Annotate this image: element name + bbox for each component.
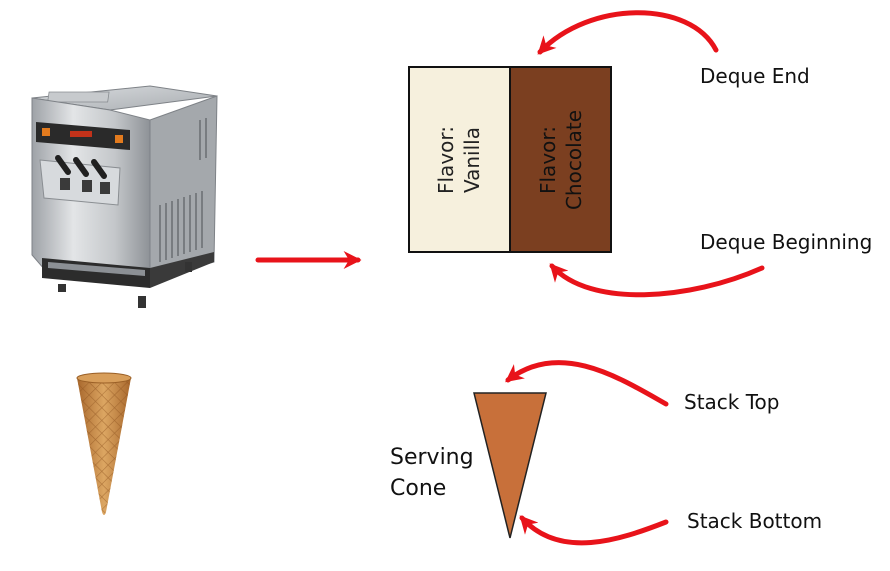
soft-serve-machine-icon bbox=[31, 85, 218, 308]
deque-cell-chocolate bbox=[509, 66, 612, 253]
serving-cone-label-line2: Cone bbox=[390, 476, 447, 501]
deque-end-label: Deque End bbox=[700, 64, 810, 88]
deque-cell-vanilla bbox=[408, 66, 511, 253]
stack-serving-cone bbox=[473, 392, 547, 539]
deque-cell-vanilla-line2: Vanilla bbox=[460, 127, 484, 193]
deque-beginning-arrow bbox=[549, 263, 765, 298]
serving-cone-label-line1: Serving bbox=[390, 445, 474, 470]
deque-end-arrow bbox=[537, 10, 719, 55]
deque-cell-chocolate-line1: Flavor: bbox=[536, 126, 560, 194]
stack-top-label: Stack Top bbox=[684, 390, 780, 414]
waffle-cone-icon bbox=[76, 372, 132, 515]
stack-bottom-arrow bbox=[519, 515, 669, 546]
deque-cell-chocolate-line2: Chocolate bbox=[562, 110, 586, 210]
stack-bottom-label: Stack Bottom bbox=[687, 509, 823, 533]
deque: Flavor: Vanilla Flavor: Chocolate bbox=[408, 66, 612, 253]
stack-top-arrow bbox=[505, 360, 669, 407]
deque-beginning-label: Deque Beginning bbox=[700, 230, 873, 254]
deque-cell-vanilla-line1: Flavor: bbox=[434, 126, 458, 194]
